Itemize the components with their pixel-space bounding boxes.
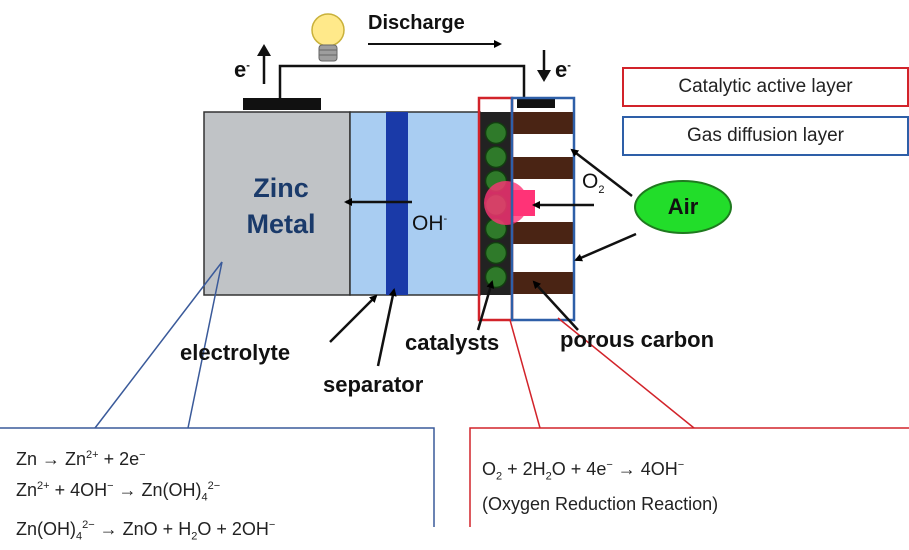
separator-pointer [376, 288, 397, 367]
oxygen-label: O2 [582, 170, 605, 197]
catalyst-sphere [484, 121, 508, 145]
porous-carbon-bar [513, 222, 573, 244]
zinc-air-battery-diagram [0, 13, 909, 527]
gas-diffusion-layer-outline [510, 96, 576, 322]
catalyst-sphere [484, 145, 508, 169]
electrolyte-region [349, 111, 481, 296]
porous-carbon-pointer [532, 280, 579, 331]
electron-out-arrow [257, 44, 271, 84]
orr-reaction-core [513, 190, 535, 216]
air-arrow-upper [570, 148, 633, 197]
zinc-metal-block [203, 111, 351, 296]
legend-catalytic-layer: Catalytic active layer [622, 67, 909, 107]
legend-gas-diffusion-layer: Gas diffusion layer [622, 116, 909, 156]
air-ellipse [634, 180, 732, 234]
anode-callout-line-left [94, 261, 223, 429]
electrolyte-pointer [329, 294, 378, 343]
cathode-reaction-2: (Oxygen Reduction Reaction) [482, 493, 719, 514]
cathode-equation-box-border [469, 427, 909, 527]
anode-reaction-3: Zn(OH)42− → ZnO + H2O + 2OH− [16, 518, 276, 543]
light-bulb-icon [311, 13, 345, 62]
catalyst-sphere [484, 265, 508, 289]
cathode-callout-line-left [509, 319, 541, 429]
external-circuit [278, 40, 526, 100]
cathode-reaction-1: O2 + 2H2O + 4e− → 4OH− [482, 459, 685, 483]
electron-out-label: e- [234, 57, 250, 82]
electrolyte-label: electrolyte [180, 340, 291, 365]
porous-carbon-label: porous carbon [560, 327, 715, 352]
porous-carbon-bar [513, 157, 573, 179]
anode-reaction-1: Zn → Zn2+ + 2e− [16, 449, 146, 469]
anode-reaction-2: Zn2+ + 4OH− → Zn(OH)42− [16, 480, 221, 504]
anode-terminal [243, 98, 321, 110]
cathode-reactions-box: O2 + 2H2O + 4e− → 4OH− (Oxygen Reduction… [474, 440, 904, 527]
porous-carbon-bars [513, 112, 573, 294]
air-arrow-lower [574, 232, 637, 262]
catalyst-sphere [484, 241, 508, 265]
cathode-callout-line-right [557, 317, 695, 429]
zinc-metal-label: Zinc Metal [246, 173, 316, 239]
air-label: Air [667, 194, 699, 219]
hydroxide-label: OH- [412, 212, 448, 235]
electron-in-arrow [537, 50, 551, 82]
electron-in-label: e- [555, 57, 571, 82]
anode-equation-box-border [0, 427, 435, 527]
cathode-terminal [517, 98, 555, 108]
porous-carbon-bar [513, 272, 573, 294]
anode-reactions-box: Zn → Zn2+ + 2e− Zn2+ + 4OH− → Zn(OH)42− … [8, 430, 432, 542]
separator-bar [386, 112, 408, 295]
discharge-label: Discharge [368, 12, 465, 34]
catalysts-label: catalysts [405, 330, 500, 355]
porous-carbon-bar [513, 112, 573, 134]
separator-label: separator [323, 372, 424, 397]
anode-callout-line-right [187, 261, 223, 429]
catalysts-pointer [476, 280, 495, 331]
